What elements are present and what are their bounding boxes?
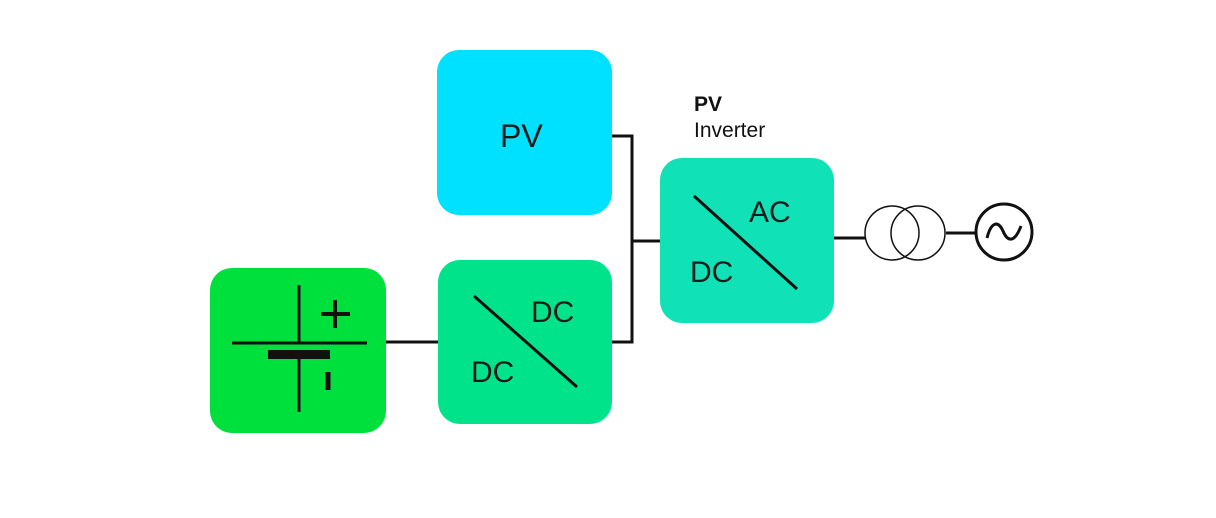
pv-to-bus-line [612, 134, 634, 241]
inverter-caption: PV Inverter [694, 92, 765, 145]
dc-dc-output-label: DC [531, 296, 575, 329]
inverter-caption-subtitle: Inverter [694, 119, 766, 143]
dc-ac-inverter-box [660, 158, 834, 323]
dc-dc-input-label: DC [471, 356, 515, 389]
pv-source-label: PV [500, 118, 543, 154]
pv-source-box [437, 50, 612, 215]
inverter-caption-title: PV [694, 93, 723, 116]
converter-to-bus-line [612, 241, 634, 344]
dc-ac-output-label: AC [749, 196, 791, 229]
dc-ac-input-label: DC [690, 256, 734, 289]
